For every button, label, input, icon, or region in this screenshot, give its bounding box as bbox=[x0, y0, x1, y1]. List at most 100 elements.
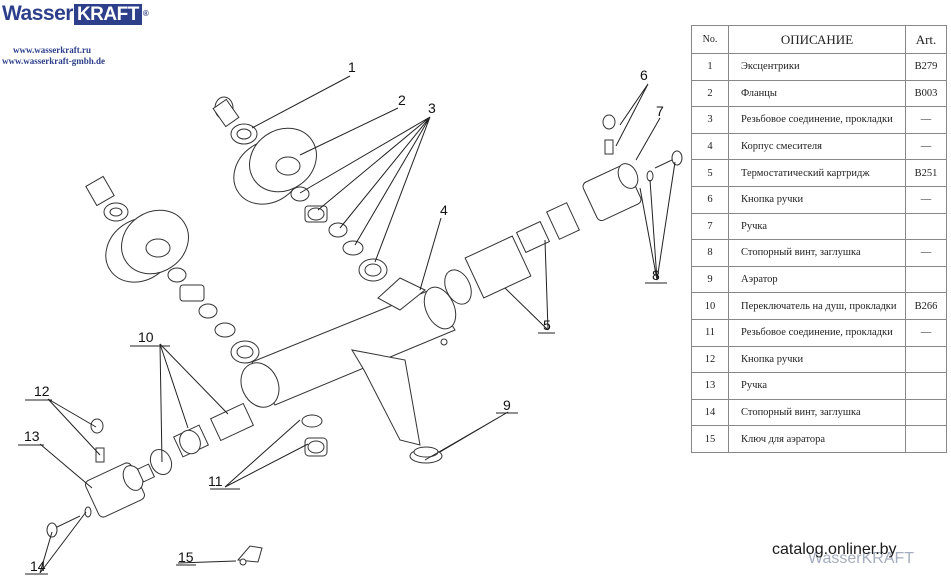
callout-15: 15 bbox=[178, 549, 194, 565]
brand-url-de[interactable]: www.wasserkraft-gmbh.de bbox=[2, 56, 105, 66]
row-article: B279 bbox=[905, 53, 947, 81]
row-number: 6 bbox=[691, 185, 729, 214]
row-number: 9 bbox=[691, 265, 729, 294]
row-description: Кнопка ручки bbox=[728, 185, 906, 214]
row-description: Резьбовое соединение, прокладки bbox=[728, 318, 906, 347]
row-description: Термостатический картридж bbox=[728, 159, 906, 187]
part-screw-left bbox=[46, 506, 92, 538]
part-flange-upper bbox=[233, 127, 317, 205]
callout-9: 9 bbox=[503, 397, 511, 413]
callout-14: 14 bbox=[30, 558, 46, 574]
watermark-brand: WasserKRAFT bbox=[808, 550, 915, 567]
part-aerator bbox=[409, 446, 443, 464]
callout-2: 2 bbox=[398, 92, 406, 108]
row-article bbox=[905, 425, 947, 453]
row-description: Ключ для аэратора bbox=[728, 425, 906, 453]
row-article: B251 bbox=[905, 159, 947, 187]
row-number: 12 bbox=[691, 345, 729, 374]
row-description: Фланцы bbox=[728, 79, 906, 108]
row-article bbox=[905, 372, 947, 400]
row-article bbox=[905, 398, 947, 427]
callout-11: 11 bbox=[208, 473, 223, 489]
header-description: ОПИСАНИЕ bbox=[728, 25, 906, 54]
row-description: Стопорный винт, заглушка bbox=[728, 239, 906, 267]
row-number: 11 bbox=[691, 318, 729, 347]
row-article: — bbox=[905, 132, 947, 161]
logo-word-wasser: Wasser bbox=[2, 2, 73, 25]
callout-13: 13 bbox=[24, 428, 40, 444]
callout-5: 5 bbox=[543, 317, 551, 333]
row-description: Ручка bbox=[728, 372, 906, 400]
part-mixer-body bbox=[240, 277, 457, 446]
part-diverter bbox=[149, 402, 255, 476]
part-flange-lower bbox=[105, 209, 189, 283]
row-article: — bbox=[905, 318, 947, 347]
row-article bbox=[905, 345, 947, 374]
part-handle-right bbox=[582, 163, 642, 222]
row-description: Кнопка ручки bbox=[728, 345, 906, 374]
part-eccentric-lower bbox=[85, 175, 129, 222]
row-article: — bbox=[905, 106, 947, 134]
row-number: 1 bbox=[691, 53, 729, 81]
row-number: 14 bbox=[691, 398, 729, 427]
callout-10: 10 bbox=[138, 329, 154, 345]
row-number: 8 bbox=[691, 239, 729, 267]
row-description: Резьбовое соединение, прокладки bbox=[728, 106, 906, 134]
row-description: Ручка bbox=[728, 212, 906, 241]
parts-table-header: No. ОПИСАНИЕ Art. bbox=[691, 25, 947, 54]
row-article: B003 bbox=[905, 79, 947, 108]
part-aerator-key bbox=[236, 545, 263, 566]
callout-4: 4 bbox=[440, 202, 448, 218]
row-number: 10 bbox=[691, 292, 729, 320]
brand-url-ru[interactable]: www.wasserkraft.ru bbox=[13, 45, 91, 55]
exploded-parts-diagram: 1 2 3 4 5 6 7 8 9 10 11 12 13 14 15 bbox=[18, 59, 683, 575]
row-number: 7 bbox=[691, 212, 729, 241]
part-fittings-outlet bbox=[301, 414, 328, 457]
row-description: Корпус смесителя bbox=[728, 132, 906, 161]
row-number: 13 bbox=[691, 372, 729, 400]
row-description: Эксцентрики bbox=[728, 53, 906, 81]
row-article: B266 bbox=[905, 292, 947, 320]
row-number: 3 bbox=[691, 106, 729, 134]
row-description: Стопорный винт, заглушка bbox=[728, 398, 906, 427]
callout-3: 3 bbox=[428, 100, 436, 116]
header-no: No. bbox=[691, 25, 729, 54]
header-art: Art. bbox=[905, 25, 947, 54]
callout-underlines bbox=[18, 282, 667, 575]
row-number: 5 bbox=[691, 159, 729, 187]
part-screw-right bbox=[646, 150, 683, 182]
watermark-site[interactable]: catalog.onliner.by bbox=[772, 541, 897, 558]
callout-6: 6 bbox=[640, 67, 648, 83]
callout-7: 7 bbox=[656, 103, 664, 119]
callout-1: 1 bbox=[348, 59, 356, 75]
row-article: — bbox=[905, 185, 947, 214]
row-article bbox=[905, 265, 947, 294]
callout-8: 8 bbox=[652, 267, 660, 283]
part-eccentric-upper bbox=[212, 96, 258, 145]
registered-mark: ® bbox=[142, 9, 149, 18]
row-number: 4 bbox=[691, 132, 729, 161]
row-description: Переключатель на душ, прокладки bbox=[728, 292, 906, 320]
logo-word-kraft: KRAFT bbox=[73, 4, 142, 25]
row-number: 2 bbox=[691, 79, 729, 108]
callout-leader-lines bbox=[39, 75, 676, 574]
row-article: — bbox=[905, 239, 947, 267]
part-button-right bbox=[602, 114, 616, 155]
